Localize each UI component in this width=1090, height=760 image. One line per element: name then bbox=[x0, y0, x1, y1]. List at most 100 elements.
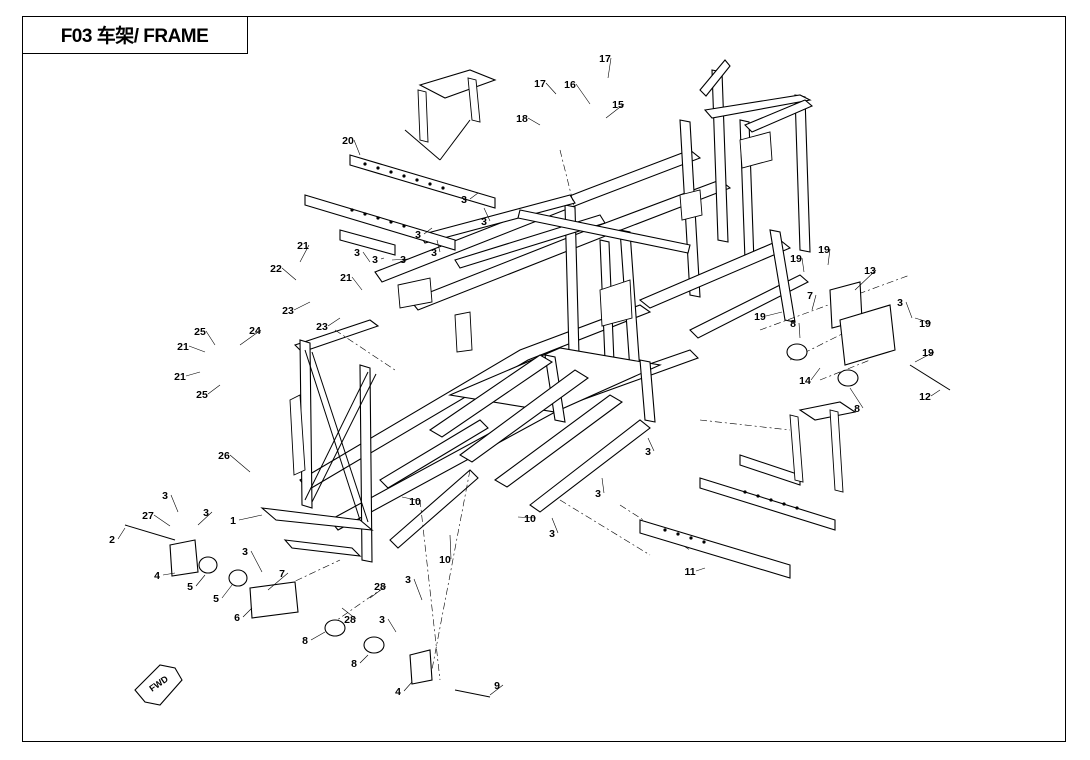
callout-leader bbox=[647, 437, 655, 452]
callout-number: 1 bbox=[230, 515, 236, 527]
callout-leader bbox=[607, 57, 612, 79]
callout-number: 8 bbox=[351, 658, 357, 670]
callout-leader bbox=[369, 585, 387, 599]
callout-leader bbox=[914, 317, 932, 324]
callout-leader bbox=[605, 103, 625, 119]
callout-number: 5 bbox=[187, 581, 193, 593]
callout-leader bbox=[905, 301, 913, 319]
callout-leader bbox=[162, 572, 176, 576]
callout-leader bbox=[185, 371, 201, 377]
callout-number: 3 bbox=[372, 254, 378, 266]
callout-leader bbox=[229, 454, 251, 473]
callout-number: 3 bbox=[549, 528, 555, 540]
callout-number: 2 bbox=[109, 534, 115, 546]
callout-number: 19 bbox=[754, 311, 766, 323]
callout-leader bbox=[849, 387, 864, 409]
callout-leader bbox=[327, 317, 341, 327]
callout-leader bbox=[827, 248, 831, 266]
callout-number: 3 bbox=[645, 446, 651, 458]
callout-leader bbox=[403, 681, 413, 692]
callout-leader bbox=[811, 294, 817, 311]
callout-number: 3 bbox=[481, 216, 487, 228]
callout-number: 3 bbox=[379, 614, 385, 626]
callout-leader bbox=[413, 578, 423, 601]
callout-leader bbox=[267, 572, 289, 591]
callout-number: 3 bbox=[405, 574, 411, 586]
callout-leader bbox=[551, 517, 559, 534]
callout-number: 24 bbox=[249, 325, 261, 337]
callout-number: 3 bbox=[162, 490, 168, 502]
callout-leader bbox=[117, 527, 126, 540]
callout-leader bbox=[391, 258, 410, 261]
callout-leader bbox=[341, 607, 357, 620]
callout-leader bbox=[387, 618, 397, 633]
callout-number: 20 bbox=[342, 135, 354, 147]
callout-number: 4 bbox=[395, 686, 401, 698]
left-footrest bbox=[304, 69, 497, 256]
callout-number: 14 bbox=[799, 375, 811, 387]
callout-number: 23 bbox=[316, 321, 328, 333]
callout-number: 6 bbox=[234, 612, 240, 624]
callout-leader bbox=[310, 631, 326, 641]
callout-leader bbox=[221, 584, 233, 599]
front-mounts: FWD bbox=[124, 524, 491, 706]
callout-leader bbox=[436, 239, 441, 253]
callout-leader bbox=[810, 367, 821, 381]
callout-number: 4 bbox=[154, 570, 160, 582]
page-title: F03 车架/ FRAME bbox=[60, 26, 209, 47]
callout-leader bbox=[765, 311, 783, 317]
callout-leader bbox=[207, 384, 221, 395]
callout-number: 3 bbox=[595, 488, 601, 500]
callout-leader bbox=[449, 534, 452, 560]
callout-leader bbox=[353, 139, 361, 156]
callout-number: 5 bbox=[213, 593, 219, 605]
callout-leader bbox=[242, 607, 253, 618]
callout-number: 22 bbox=[270, 263, 282, 275]
callout-leader bbox=[517, 516, 537, 519]
callout-number: 3 bbox=[354, 247, 360, 259]
callout-leader bbox=[238, 514, 263, 521]
callout-leader bbox=[601, 477, 605, 494]
callout-leader bbox=[423, 227, 433, 235]
callout-leader bbox=[801, 257, 805, 273]
callout-number: 21 bbox=[177, 341, 189, 353]
callout-number: 3 bbox=[242, 546, 248, 558]
callout-number: 21 bbox=[174, 371, 186, 383]
callout-number: 8 bbox=[854, 403, 860, 415]
callout-number: 10 bbox=[439, 554, 451, 566]
callout-leader bbox=[195, 574, 206, 587]
callout-leader bbox=[914, 351, 935, 363]
callout-leader bbox=[401, 496, 422, 502]
callout-number: 3 bbox=[461, 194, 467, 206]
callout-leader bbox=[351, 276, 363, 291]
callout-leader bbox=[854, 269, 877, 291]
callout-number: 13 bbox=[864, 265, 876, 277]
callout-leader bbox=[170, 494, 179, 513]
callout-number: 3 bbox=[897, 297, 903, 309]
callout-number: 27 bbox=[142, 510, 154, 522]
callout-leader bbox=[153, 514, 171, 527]
callout-number: 10 bbox=[524, 513, 536, 525]
callout-number: 10 bbox=[409, 496, 421, 508]
title-block: F03 车架/ FRAME bbox=[22, 16, 248, 54]
callout-number: 3 bbox=[415, 229, 421, 241]
callout-leader bbox=[695, 567, 706, 572]
callout-number: 7 bbox=[807, 290, 813, 302]
callout-number: 18 bbox=[516, 113, 528, 125]
callout-leader bbox=[188, 345, 206, 353]
callout-number: 9 bbox=[494, 680, 500, 692]
callout-number: 19 bbox=[919, 318, 931, 330]
callout-number: 19 bbox=[922, 347, 934, 359]
callout-number: 19 bbox=[790, 253, 802, 265]
callout-leader bbox=[527, 117, 541, 126]
callout-number: 26 bbox=[218, 450, 230, 462]
callout-number: 3 bbox=[400, 254, 406, 266]
callout-number: 3 bbox=[203, 507, 209, 519]
callout-number: 25 bbox=[196, 389, 208, 401]
callout-number: 17 bbox=[534, 78, 546, 90]
callout-number: 28 bbox=[344, 614, 356, 626]
callout-number: 28 bbox=[374, 581, 386, 593]
callout-leader bbox=[197, 511, 213, 526]
